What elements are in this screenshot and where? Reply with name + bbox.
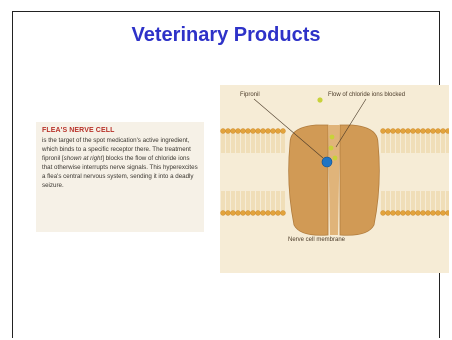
lipid-head — [221, 211, 226, 216]
lipid-head — [426, 129, 431, 134]
label-nerve-cell-membrane: Nerve cell membrane — [288, 237, 346, 243]
lipid-head — [431, 211, 436, 216]
lipid-head — [391, 211, 396, 216]
lipid-head — [431, 129, 436, 134]
lipid-head — [221, 129, 226, 134]
lipid-head — [446, 211, 450, 216]
caption-heading: FLEA'S NERVE CELL — [42, 127, 200, 135]
lipid-head — [401, 211, 406, 216]
lipid-head — [226, 129, 231, 134]
lipid-head — [231, 211, 236, 216]
channel-pore — [328, 125, 340, 235]
channel-right-subunit — [340, 125, 379, 235]
lipid-head — [256, 211, 261, 216]
flea-nerve-cell-caption: FLEA'S NERVE CELL is the target of the s… — [36, 122, 204, 232]
lipid-head — [396, 129, 401, 134]
lipid-head — [236, 211, 241, 216]
slide-title: Veterinary Products — [0, 24, 452, 47]
lipid-head — [276, 211, 281, 216]
fipronil-molecule — [322, 157, 332, 167]
channel-left-subunit — [289, 125, 328, 235]
lipid-head — [231, 129, 236, 134]
label-fipronil: Fipronil — [240, 92, 260, 98]
lipid-head — [271, 129, 276, 134]
chloride-ion — [329, 146, 334, 151]
lipid-head — [401, 129, 406, 134]
lipid-head — [266, 129, 271, 134]
caption-body: is the target of the spot medication's a… — [42, 136, 200, 190]
lipid-head — [406, 129, 411, 134]
lipid-head — [261, 211, 266, 216]
lipid-head — [251, 129, 256, 134]
lipid-head — [266, 211, 271, 216]
lipid-head — [261, 129, 266, 134]
lipid-head — [441, 129, 446, 134]
lipid-head — [251, 211, 256, 216]
lipid-head — [276, 129, 281, 134]
lipid-head — [416, 211, 421, 216]
lipid-head — [241, 129, 246, 134]
lipid-head — [416, 129, 421, 134]
lipid-head — [271, 211, 276, 216]
lipid-head — [386, 129, 391, 134]
lipid-head — [246, 211, 251, 216]
lipid-head — [436, 129, 441, 134]
lipid-head — [246, 129, 251, 134]
lipid-head — [281, 129, 286, 134]
lipid-head — [386, 211, 391, 216]
lipid-head — [446, 129, 450, 134]
chloride-ion — [317, 97, 322, 102]
ion-channel-diagram: Fipronil Flow of chloride ions blocked N… — [220, 85, 449, 273]
caption-text-italic: shown at right — [64, 155, 103, 162]
label-flow-blocked: Flow of chloride ions blocked — [328, 92, 405, 98]
lipid-head — [406, 211, 411, 216]
lipid-head — [241, 211, 246, 216]
lipid-head — [381, 129, 386, 134]
chloride-ion — [333, 156, 338, 161]
lipid-head — [256, 129, 261, 134]
lipid-head — [391, 129, 396, 134]
lipid-head — [226, 211, 231, 216]
lipid-head — [396, 211, 401, 216]
lipid-head — [421, 129, 426, 134]
lipid-head — [411, 129, 416, 134]
lipid-head — [411, 211, 416, 216]
lipid-head — [236, 129, 241, 134]
lipid-head — [281, 211, 286, 216]
lipid-head — [441, 211, 446, 216]
lipid-head — [426, 211, 431, 216]
lipid-head — [381, 211, 386, 216]
chloride-channel — [289, 125, 380, 235]
lipid-head — [421, 211, 426, 216]
chloride-ion — [330, 135, 335, 140]
lipid-head — [436, 211, 441, 216]
